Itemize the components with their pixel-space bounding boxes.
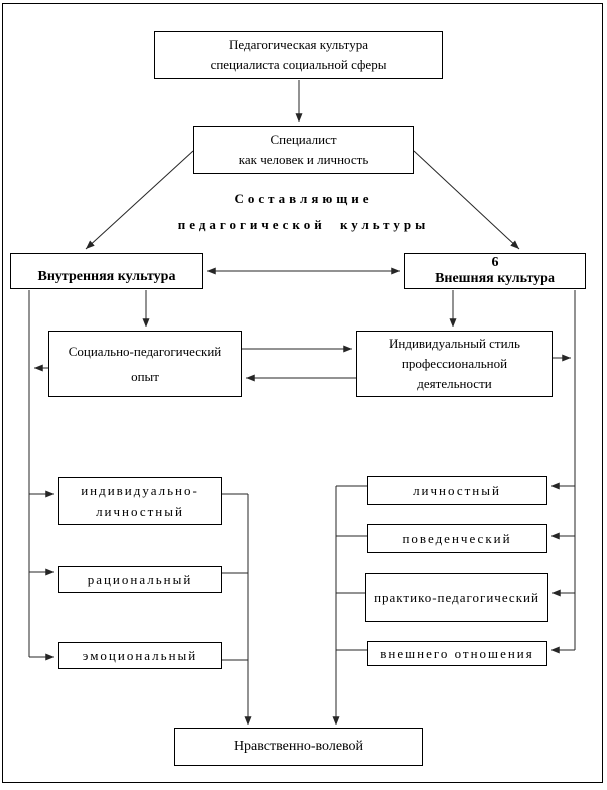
- povedenchesky-label: поведенческий: [402, 530, 512, 546]
- specialist-box: Специалист как человек и личность: [193, 126, 414, 174]
- lichnostny-label: личностный: [413, 482, 501, 498]
- socped-line2: опыт: [131, 369, 159, 384]
- outer-culture-box: 6 Внешняя культура: [404, 253, 586, 289]
- specialist-box-line2: как человек и личность: [238, 152, 369, 167]
- specialist-box-line1: Специалист: [270, 132, 337, 147]
- outer-culture-number: 6: [491, 255, 499, 270]
- emotsionalny-box: эмоциональный: [58, 642, 222, 669]
- moral-volitional-box: Нравственно-волевой: [174, 728, 423, 766]
- emotsionalny-label: эмоциональный: [82, 647, 198, 663]
- outer-culture-label: Внешняя культура: [435, 271, 555, 286]
- vneshnego-otnosheniya-box: внешнего отношения: [367, 641, 547, 666]
- inner-culture-label: Внутренняя культура: [37, 269, 176, 284]
- moral-volitional-label: Нравственно-волевой: [233, 739, 364, 754]
- lichnostny-box: личностный: [367, 476, 547, 505]
- ratsionalny-box: рациональный: [58, 566, 222, 593]
- ratsionalny-label: рациональный: [87, 571, 193, 587]
- socped-line1: Социально-педагогический: [68, 344, 222, 359]
- root-box: Педагогическая культура специалиста соци…: [154, 31, 443, 79]
- root-box-line1: Педагогическая культура: [229, 37, 368, 52]
- social-pedagogical-experience-box: Социально-педагогический опыт: [48, 331, 242, 397]
- individual-lichnostny-line2: личностный: [96, 504, 184, 519]
- components-heading: Составляющие педагогической культуры: [0, 186, 607, 238]
- individual-style-box: Индивидуальный стиль профессиональной де…: [356, 331, 553, 397]
- root-box-line2: специалиста социальной сферы: [210, 57, 387, 72]
- vneshnego-otnosheniya-label: внешнего отношения: [380, 645, 534, 661]
- praktiko-pedagogichesky-label: практико-педагогический: [374, 589, 539, 605]
- indiv-line2: профессиональной: [401, 356, 508, 371]
- individual-lichnostny-box: индивидуально- личностный: [58, 477, 222, 525]
- individual-lichnostny-line1: индивидуально-: [81, 483, 199, 498]
- components-heading-line2: педагогической культуры: [177, 217, 430, 232]
- components-heading-line1: Составляющие: [234, 191, 373, 206]
- inner-culture-box: Внутренняя культура: [10, 253, 203, 289]
- indiv-line1: Индивидуальный стиль: [389, 336, 520, 351]
- praktiko-pedagogichesky-box: практико-педагогический: [365, 573, 548, 622]
- povedenchesky-box: поведенческий: [367, 524, 547, 553]
- indiv-line3: деятельности: [417, 376, 492, 391]
